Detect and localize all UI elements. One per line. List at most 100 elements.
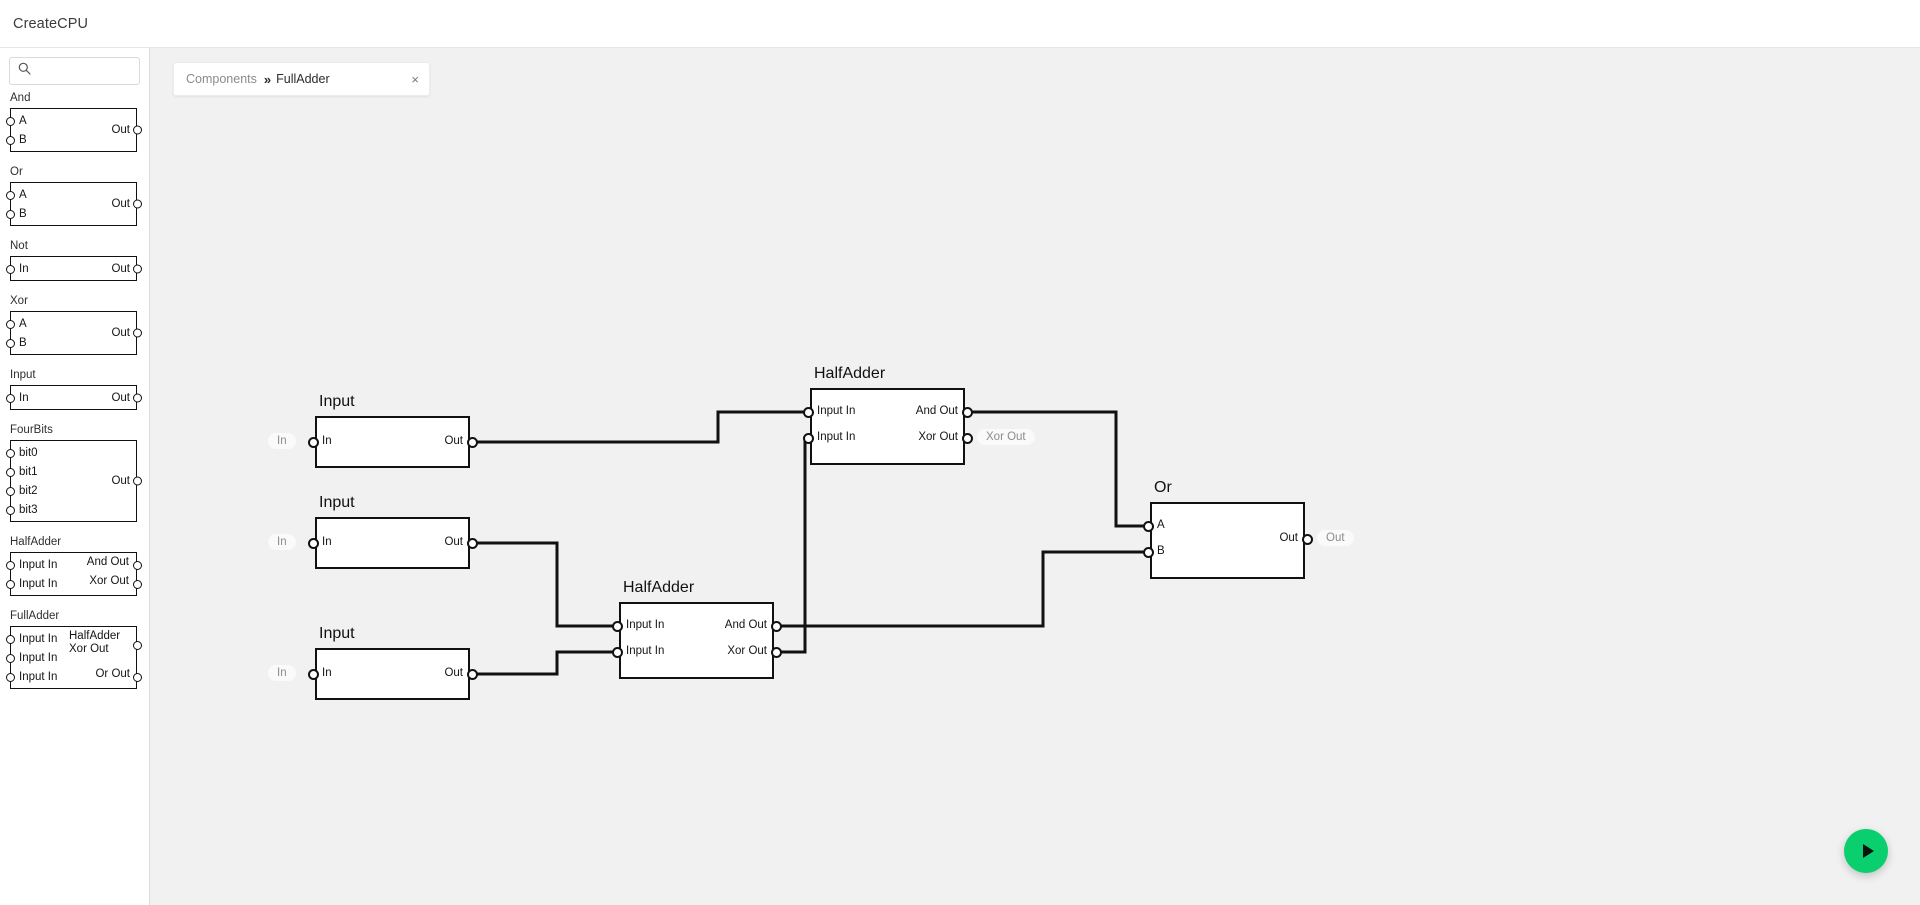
palette-port-label: HalfAdder Xor Out bbox=[69, 630, 121, 655]
input-port[interactable] bbox=[307, 436, 319, 448]
input-port-label: In bbox=[322, 667, 332, 679]
palette-port-out[interactable] bbox=[132, 125, 142, 135]
output-port-label: And Out bbox=[724, 619, 767, 631]
node-body[interactable] bbox=[1150, 502, 1305, 579]
node-body[interactable] bbox=[315, 648, 470, 700]
node-title: HalfAdder bbox=[814, 365, 886, 382]
breadcrumb-root[interactable]: Components bbox=[186, 72, 257, 86]
breadcrumb-leaf: FullAdder bbox=[276, 72, 330, 86]
palette-port-in[interactable] bbox=[5, 673, 15, 682]
output-port[interactable] bbox=[466, 668, 478, 680]
output-port[interactable] bbox=[1301, 533, 1313, 545]
palette-port-label: Out bbox=[111, 391, 130, 404]
port-chip: In bbox=[268, 433, 296, 449]
palette-port-in[interactable] bbox=[5, 580, 15, 589]
wire[interactable] bbox=[779, 550, 1238, 628]
node-body[interactable] bbox=[315, 416, 470, 468]
output-port[interactable] bbox=[961, 406, 973, 418]
input-port-label: B bbox=[1157, 545, 1165, 557]
palette-port-out[interactable] bbox=[132, 673, 142, 682]
input-port[interactable] bbox=[611, 620, 623, 632]
input-port[interactable] bbox=[307, 668, 319, 680]
input-port[interactable] bbox=[307, 537, 319, 549]
output-port[interactable] bbox=[770, 646, 782, 658]
output-port[interactable] bbox=[770, 620, 782, 632]
tab-fulladder[interactable]: Components » FullAdder × bbox=[173, 62, 430, 96]
node-body[interactable] bbox=[315, 517, 470, 569]
port-chip: In bbox=[268, 534, 296, 550]
palette-port-in[interactable] bbox=[5, 265, 15, 274]
palette-port-in[interactable] bbox=[5, 394, 15, 403]
node-body[interactable] bbox=[810, 388, 965, 465]
palette-port-in[interactable] bbox=[5, 506, 15, 515]
palette-port-label: A bbox=[19, 189, 27, 201]
palette-port-in[interactable] bbox=[5, 117, 15, 126]
palette-port-out[interactable] bbox=[132, 393, 142, 402]
input-port[interactable] bbox=[802, 406, 814, 418]
palette-port-label: Input In bbox=[19, 559, 58, 571]
output-port[interactable] bbox=[466, 436, 478, 448]
output-port[interactable] bbox=[466, 537, 478, 549]
palette-port-in[interactable] bbox=[5, 635, 15, 644]
palette-port-in[interactable] bbox=[5, 136, 15, 145]
palette-port-in[interactable] bbox=[5, 191, 15, 200]
palette-port-out[interactable] bbox=[132, 199, 142, 209]
search-input[interactable] bbox=[36, 63, 126, 79]
output-port-label: Out bbox=[444, 536, 463, 548]
input-port[interactable] bbox=[1142, 546, 1154, 558]
wire[interactable] bbox=[779, 436, 963, 654]
palette-port-out[interactable] bbox=[132, 641, 142, 650]
node-body[interactable] bbox=[619, 602, 774, 679]
palette-port-label: B bbox=[19, 208, 27, 220]
input-port[interactable] bbox=[802, 432, 814, 444]
palette-port-in[interactable] bbox=[5, 468, 15, 477]
palette-port-out[interactable] bbox=[132, 580, 142, 589]
palette-port-in[interactable] bbox=[5, 561, 15, 570]
palette-port-label: Out bbox=[111, 262, 130, 275]
palette-port-in[interactable] bbox=[5, 487, 15, 496]
output-port-label: Xor Out bbox=[727, 645, 767, 657]
palette-port-out[interactable] bbox=[132, 264, 142, 273]
palette-port-out[interactable] bbox=[132, 561, 142, 570]
node-title: HalfAdder bbox=[623, 579, 695, 596]
palette-port-label: And Out bbox=[86, 556, 129, 568]
palette-port-out[interactable] bbox=[132, 476, 142, 486]
palette-port-in[interactable] bbox=[5, 654, 15, 663]
search-box[interactable] bbox=[9, 57, 140, 85]
palette-item-label: HalfAdder bbox=[10, 536, 62, 548]
input-port[interactable] bbox=[1142, 520, 1154, 532]
output-port[interactable] bbox=[961, 432, 973, 444]
palette-port-in[interactable] bbox=[5, 449, 15, 458]
palette-port-out[interactable] bbox=[132, 328, 142, 338]
run-button[interactable] bbox=[1844, 829, 1888, 873]
palette-port-label: Out bbox=[111, 124, 130, 136]
close-icon[interactable]: × bbox=[411, 71, 419, 87]
palette-port-in[interactable] bbox=[5, 320, 15, 329]
palette-port-label: In bbox=[19, 263, 29, 275]
palette-port-in[interactable] bbox=[5, 339, 15, 348]
output-port-label: And Out bbox=[915, 405, 958, 417]
output-port-label: Out bbox=[1279, 532, 1298, 544]
palette-port-in[interactable] bbox=[5, 210, 15, 219]
input-port[interactable] bbox=[611, 646, 623, 658]
input-port-label: Input In bbox=[626, 619, 665, 631]
wire-layer bbox=[475, 410, 1238, 676]
palette-port-label: Or Out bbox=[95, 668, 130, 680]
